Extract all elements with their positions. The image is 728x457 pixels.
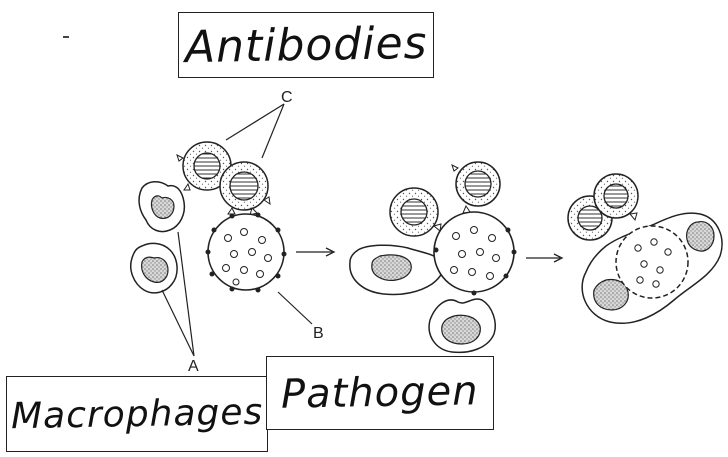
pathogen-label: Pathogen bbox=[281, 368, 479, 417]
macrophage-stage2-left bbox=[350, 245, 443, 294]
macrophage-stage1-upper bbox=[139, 182, 184, 232]
macrophage-stage2-bottom bbox=[429, 299, 495, 352]
macrophage-stage1-lower bbox=[131, 243, 177, 293]
arrow-right-icon bbox=[296, 248, 334, 256]
stray-mark bbox=[63, 36, 69, 38]
label-a: A bbox=[188, 358, 199, 376]
antibody-cell-stage2-left bbox=[390, 188, 441, 236]
arrow-right-icon-2 bbox=[526, 254, 562, 262]
label-c: C bbox=[281, 89, 293, 107]
macrophages-label: Macrophages bbox=[11, 391, 264, 436]
pathogen-stage2 bbox=[434, 212, 517, 296]
antibody-cell-stage2-right bbox=[452, 162, 500, 213]
antibodies-label: Antibodies bbox=[184, 17, 427, 72]
antibodies-label-box: Antibodies bbox=[178, 12, 434, 78]
pathogen-stage1 bbox=[206, 213, 287, 293]
antibody-cell-stage1-right bbox=[220, 162, 270, 215]
pathogen-label-box: Pathogen bbox=[266, 356, 494, 430]
pathogen-stage3 bbox=[616, 226, 688, 298]
macrophages-label-box: Macrophages bbox=[6, 376, 268, 452]
label-b: B bbox=[313, 325, 324, 343]
